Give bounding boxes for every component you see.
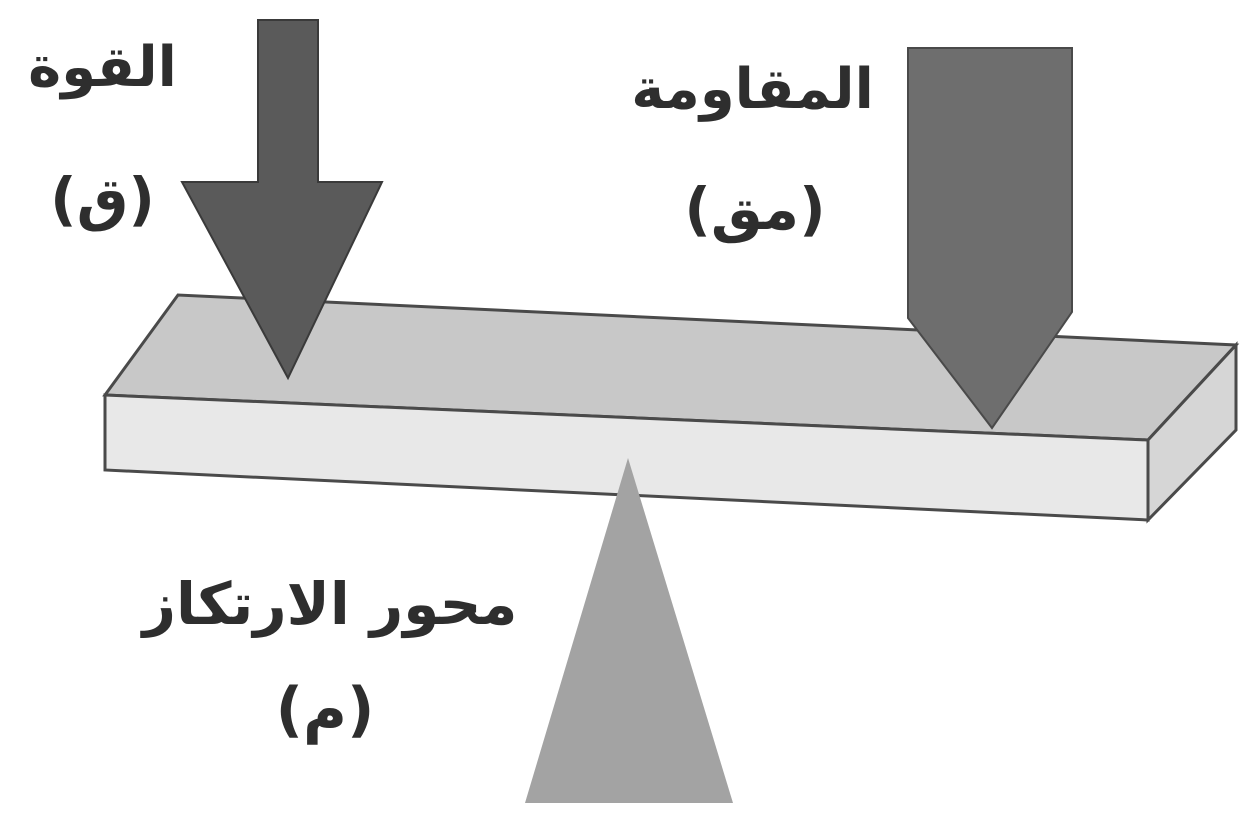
effort-symbol-label: (ق) [50,165,155,233]
resistance-label: المقاومة [631,57,874,122]
lever-bar-end [1146,341,1238,524]
fulcrum-triangle [525,458,733,803]
effort-arrow [180,19,384,381]
fulcrum-symbol-label: (م) [275,675,375,745]
effort-label: القوة [28,35,177,100]
resistance-symbol-label: (مق) [684,175,826,243]
fulcrum-label: محور الارتكاز [142,570,518,638]
resistance-arrow [907,47,1073,430]
